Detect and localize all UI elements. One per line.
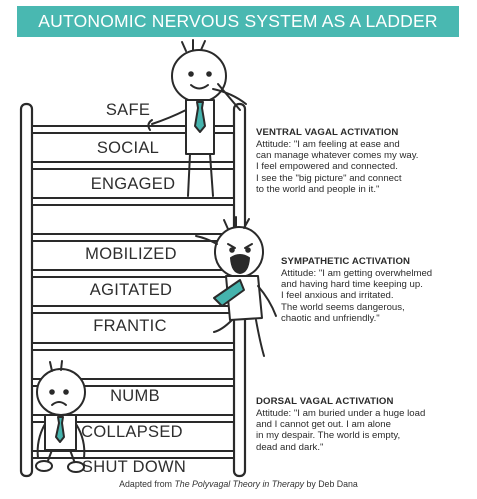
source-credit: Adapted from The Polyvagal Theory in The… bbox=[0, 479, 477, 489]
ventral-vagal-heading: VENTRAL VAGAL ACTIVATION bbox=[256, 127, 399, 138]
diagram-title: AUTONOMIC NERVOUS SYSTEM AS A LADDER bbox=[38, 11, 438, 31]
dorsal-vagal-line: Attitude: "I am buried under a huge load bbox=[256, 408, 426, 419]
sad-figure-icon bbox=[35, 360, 86, 473]
sympathetic-section: SYMPATHETIC ACTIVATION Attitude: "I am g… bbox=[281, 256, 432, 324]
rung-label-social: SOCIAL bbox=[96, 139, 160, 157]
dorsal-vagal-line: in my despair. The world is empty, bbox=[256, 430, 401, 442]
ladder bbox=[19, 102, 247, 478]
rung-label-collapsed: COLLAPSED bbox=[81, 423, 183, 441]
sympathetic-line: I feel anxious and irritated. bbox=[281, 290, 394, 302]
sympathetic-line: Attitude: "I am getting overwhelmed bbox=[281, 268, 433, 279]
rung-label-safe: SAFE bbox=[105, 101, 151, 119]
credit-prefix: Adapted from bbox=[119, 479, 175, 489]
title-banner: AUTONOMIC NERVOUS SYSTEM AS A LADDER bbox=[17, 6, 459, 37]
ventral-vagal-line: to the world and people in it." bbox=[256, 183, 380, 195]
ventral-vagal-section: VENTRAL VAGAL ACTIVATION Attitude: "I am… bbox=[256, 127, 418, 195]
yelling-figure-icon bbox=[195, 216, 277, 357]
rung-label-frantic: FRANTIC bbox=[93, 317, 167, 335]
rung-label-engaged: ENGAGED bbox=[90, 175, 176, 193]
sympathetic-line: chaotic and unfriendly." bbox=[281, 312, 380, 324]
rung-label-mobilized: MOBILIZED bbox=[85, 245, 177, 263]
credit-suffix: by Deb Dana bbox=[304, 479, 358, 489]
sympathetic-line: The world seems dangerous, bbox=[281, 301, 405, 313]
calm-figure-icon bbox=[147, 39, 247, 199]
ventral-vagal-line: can manage whatever comes my way. bbox=[256, 150, 419, 162]
dorsal-vagal-heading: DORSAL VAGAL ACTIVATION bbox=[256, 396, 394, 407]
credit-book-title: The Polyvagal Theory in Therapy bbox=[174, 479, 305, 489]
rung-label-numb: NUMB bbox=[110, 387, 160, 405]
sympathetic-line: and having hard time keeping up. bbox=[281, 279, 423, 291]
dorsal-vagal-section: DORSAL VAGAL ACTIVATION Attitude: "I am … bbox=[256, 396, 425, 453]
dorsal-vagal-line: and I cannot get out. I am alone bbox=[256, 419, 391, 431]
dorsal-vagal-line: dead and dark." bbox=[256, 441, 324, 453]
rung-label-agitated: AGITATED bbox=[89, 281, 173, 299]
sympathetic-heading: SYMPATHETIC ACTIVATION bbox=[281, 256, 411, 267]
ladder-rungs bbox=[31, 125, 235, 459]
rung-label-shut-down: SHUT DOWN bbox=[81, 458, 187, 476]
ventral-vagal-line: Attitude: "I am feeling at ease and bbox=[256, 139, 400, 150]
ventral-vagal-line: I see the "big picture" and connect bbox=[256, 172, 402, 184]
ladder-left-rail bbox=[19, 102, 34, 478]
ventral-vagal-line: I feel empowered and connected. bbox=[256, 161, 398, 173]
